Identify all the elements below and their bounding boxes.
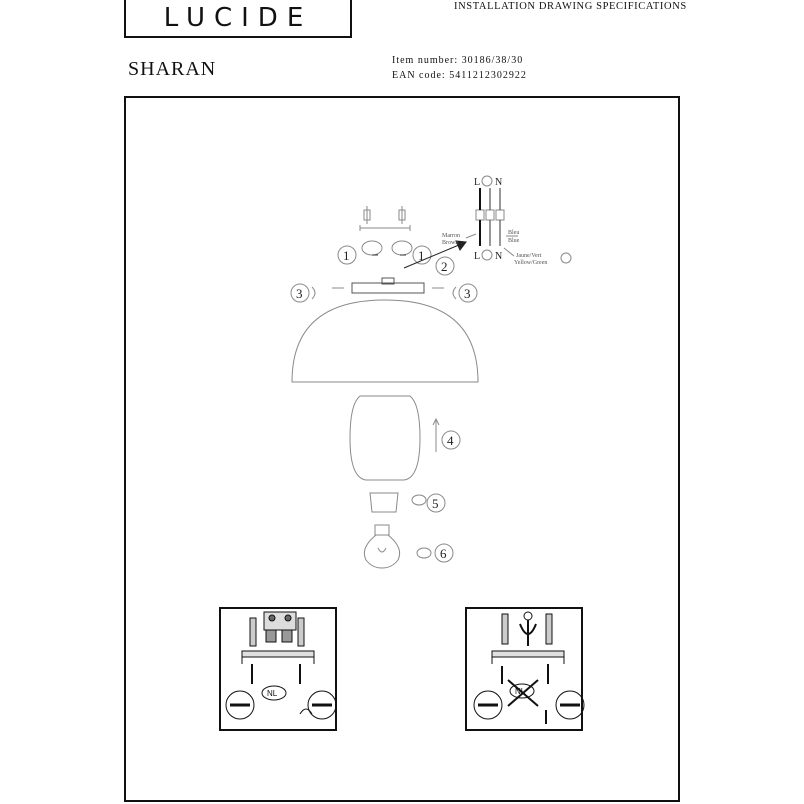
wire-label-yellow: Yellow/Green bbox=[514, 260, 547, 266]
wire-label-bleu: Bleu bbox=[508, 230, 519, 236]
wire-label-brown: Brown bbox=[442, 240, 458, 246]
wire-N-top: N bbox=[495, 177, 502, 188]
product-name: SHARAN bbox=[128, 58, 217, 80]
drawing-frame bbox=[124, 96, 680, 802]
canopy bbox=[290, 277, 478, 303]
inset-right bbox=[465, 607, 585, 731]
inset-left-badge: NL bbox=[267, 689, 278, 698]
step-6: 6 bbox=[440, 546, 447, 561]
ean-code: EAN code: 5411212302922 bbox=[392, 70, 527, 81]
bulb bbox=[363, 524, 454, 569]
step-2: 2 bbox=[441, 259, 448, 274]
wire-N-bottom: N bbox=[495, 251, 502, 262]
wire-L-bottom: L bbox=[474, 251, 480, 262]
wiring-diagram bbox=[403, 175, 572, 276]
lucide-logo: LUCIDE bbox=[124, 0, 352, 38]
ceiling-screws bbox=[337, 206, 432, 265]
inner-glass bbox=[349, 395, 461, 481]
item-number: Item number: 30186/38/30 bbox=[392, 55, 524, 66]
step-1-right: 1 bbox=[418, 248, 425, 263]
dome-shade bbox=[291, 299, 479, 383]
document-title: INSTALLATION DRAWING SPECIFICATIONS bbox=[454, 1, 687, 12]
step-4: 4 bbox=[447, 433, 454, 448]
inset-right-badge: NL bbox=[515, 687, 526, 696]
wire-label-marron: Marron bbox=[442, 233, 460, 239]
logo-text: LUCIDE bbox=[163, 3, 313, 33]
socket-ring bbox=[369, 492, 446, 513]
wire-label-jaune: Jaune/Vert bbox=[516, 253, 542, 259]
step-5: 5 bbox=[432, 496, 439, 511]
inset-left bbox=[219, 607, 337, 731]
step-3-left: 3 bbox=[296, 286, 303, 301]
step-1-left: 1 bbox=[343, 248, 350, 263]
wire-L-top: L bbox=[474, 177, 480, 188]
step-3-right: 3 bbox=[464, 286, 471, 301]
wire-label-blue: Blue bbox=[508, 238, 520, 244]
